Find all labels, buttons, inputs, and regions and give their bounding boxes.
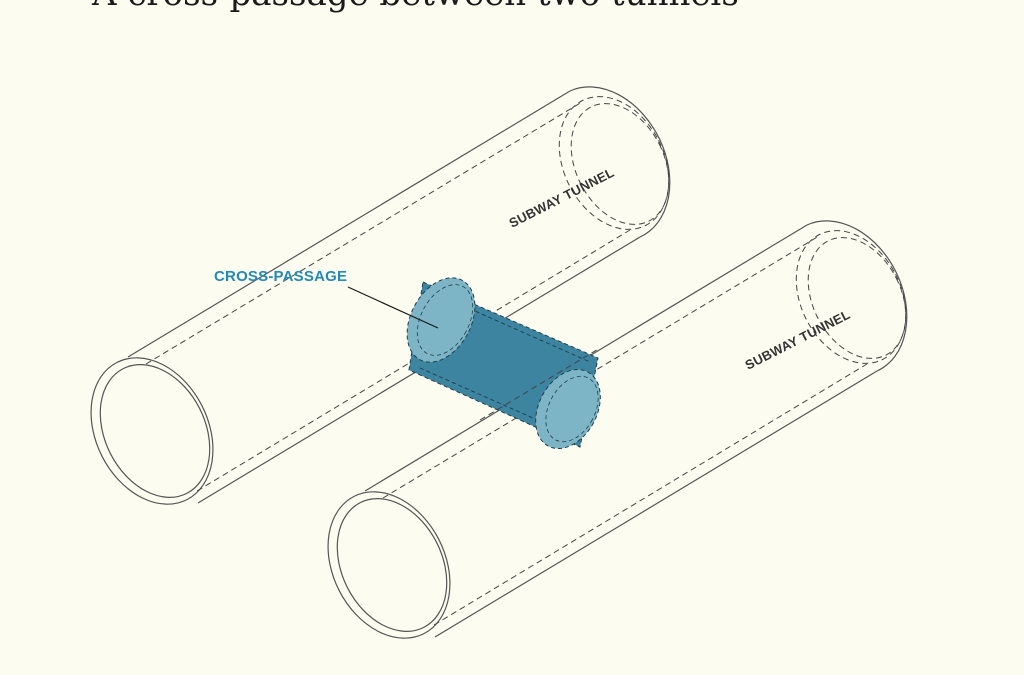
diagram-title: A cross-passage between two tunnels [92,0,739,16]
lower-tunnel-body-outline [364,220,908,638]
cross-passage-callout: CROSS-PASSAGE [214,268,439,329]
cross-passage-near-end [406,277,476,363]
upper-tunnel-front-rim-inner [99,364,211,498]
cross-passage-leader-line [347,286,439,329]
upper-tunnel-body-outline [127,86,671,504]
cross-passage-inner-edge [449,299,591,363]
cross-passage-far-end [535,368,601,450]
upper-tunnel-front-rim-outer [90,357,214,505]
cross-passage [406,277,601,450]
lower-subway-tunnel: SUBWAY TUNNEL [327,220,908,639]
lower-tunnel-back-rim-dashed-outer [795,230,907,364]
cross-passage-near-end-inner [416,284,474,356]
cross-passage-label: CROSS-PASSAGE [214,268,347,285]
lower-tunnel-front-rim-inner [336,498,448,632]
upper-tunnel-back-rim-dashed-inner [570,103,670,225]
lower-tunnel-label: SUBWAY TUNNEL [743,307,853,373]
lower-tunnel-front-rim-outer [327,491,451,639]
lower-tunnel-hidden-edges [382,235,868,626]
upper-tunnel-back-rim-dashed-outer [558,96,670,230]
lower-tunnel-back-rim-dashed-inner [807,237,907,359]
lower-tunnel-overlap-edge [479,347,601,421]
cross-passage-far-end-inner [545,375,599,443]
